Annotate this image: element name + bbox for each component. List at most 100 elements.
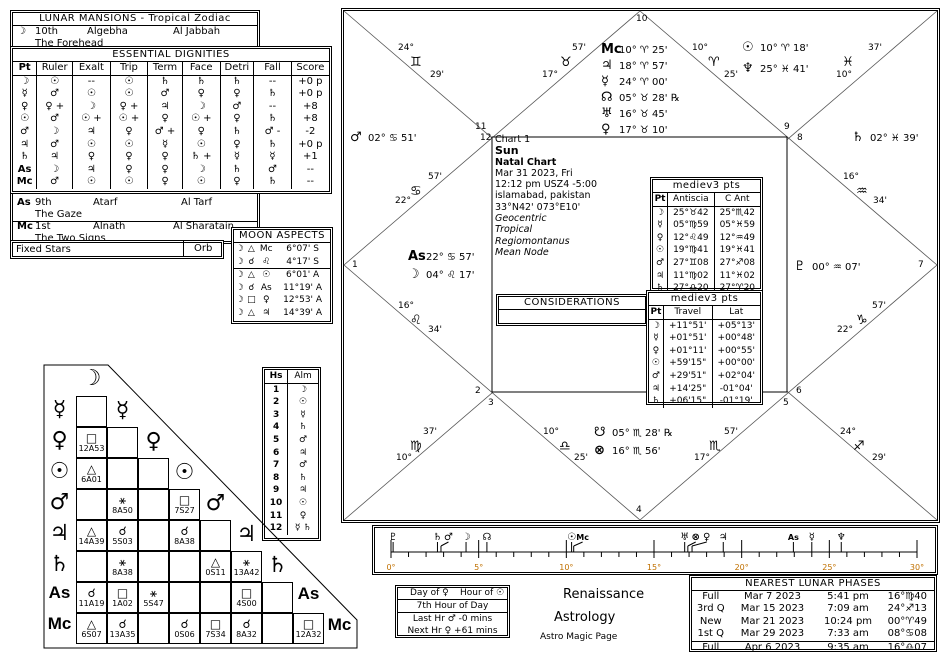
fixed-stars-orb: Orb: [183, 240, 212, 256]
dignity-row: As☽♃♀♀☽♄♂--: [13, 163, 329, 177]
lunar-mansions-title: LUNAR MANSIONS - Tropical Zodiac: [13, 13, 257, 26]
dignity-cell: ♀: [109, 125, 148, 139]
aspect-cell: [138, 520, 169, 551]
cusp-degree: 37': [423, 427, 437, 437]
dignity-row: ♃♂☉☉☿☉♀♄+0 p: [13, 138, 329, 152]
house-number: 2: [475, 386, 481, 396]
aspect-cell: ☌13A35: [107, 613, 138, 644]
almuten-row: 12☿ ♄: [265, 522, 318, 535]
cusp-degree: 57': [724, 427, 738, 437]
cusp-degree: 17°: [542, 70, 558, 80]
dignity-cell: ♀: [109, 163, 148, 177]
aspect-orb: 4S00: [236, 599, 257, 608]
dignity-cell: ☽: [181, 100, 220, 114]
moon-aspects-title: MOON ASPECTS: [234, 230, 330, 243]
travel-cell: +14'25": [662, 382, 713, 396]
house-number: 4: [636, 505, 642, 515]
zodiac-sign-icon: ♈: [708, 55, 720, 70]
travel-cell: +01°51': [662, 332, 713, 345]
chart-planet: ☉10° ♈ 18': [742, 40, 809, 55]
dignity-cell: ♀: [147, 113, 183, 126]
ribbon-tick-label: 25°: [822, 563, 836, 572]
almuten-cell: 3: [272, 409, 280, 420]
aspect-orb: 12A53: [78, 444, 105, 453]
chart-planet: Mc10° ♈ 25': [601, 42, 668, 57]
dignity-header: Exalt: [72, 62, 111, 76]
dignity-cell: +0 p: [290, 88, 329, 101]
cusp-degree: 10°: [396, 453, 412, 463]
moon-aspect-cell: ☽: [235, 295, 244, 306]
moon-mansion-meaning: The Forehead: [35, 38, 104, 49]
aspect-cell: □12A32: [293, 613, 324, 644]
dignity-header: Face: [181, 62, 220, 76]
antiscia-cell: ♂: [655, 257, 665, 268]
astro-magic-page-link[interactable]: Astro Magic Page: [540, 632, 618, 642]
aspect-orb: 0S11: [205, 568, 226, 577]
dignity-cell: ♀: [72, 151, 111, 164]
ribbon-planet-icon: ☿: [809, 532, 815, 543]
zodiac-sign-icon: ♐: [853, 439, 865, 454]
almuten-row: 4♄: [265, 421, 318, 434]
dignity-header: Fall: [253, 62, 292, 76]
planet-position: 24° ♈ 00': [619, 77, 668, 88]
moon-aspect-cell: △: [247, 270, 255, 281]
dignity-cell: ♄: [181, 75, 220, 89]
mc-mansion-name: Alnath: [93, 221, 126, 232]
house-number: 5: [783, 398, 789, 408]
dignity-cell: ♄ +: [181, 151, 220, 164]
zodiac-sign-icon: ♏: [709, 439, 721, 454]
antiscia-header: Pt: [653, 193, 668, 207]
dignity-cell: ♄: [219, 125, 254, 139]
chart-info-line: Geocentric: [495, 213, 547, 225]
aspect-orb: 7S34: [205, 630, 226, 639]
almuten-cell: ♃: [287, 484, 318, 497]
travel-title: mediev3 pts: [649, 293, 760, 306]
cusp-degree: 22°: [837, 325, 853, 335]
ribbon-planet-icon: ☉: [567, 532, 576, 543]
chart-planet: As22° ♋ 57': [408, 249, 475, 264]
dignity-cell: ☉: [181, 176, 220, 189]
lunar-phase-cell: 10:24 pm: [823, 615, 873, 627]
planet-glyph-icon: ☽: [408, 267, 420, 282]
zodiac-sign-icon: ♑: [856, 313, 868, 328]
dignity-cell: ☉ +: [109, 113, 148, 126]
fixed-stars-panel[interactable]: Fixed Stars Orb: [10, 240, 224, 259]
dignity-header: Detri: [219, 62, 254, 76]
dignity-cell: ♂ -: [253, 125, 292, 139]
dignity-cell: ♄: [253, 113, 292, 126]
dignity-cell: ♀ +: [36, 100, 73, 114]
dignity-cell: ♀: [147, 163, 183, 177]
almuten-cell: ☉: [287, 396, 318, 409]
aspect-glyph: □: [85, 431, 98, 445]
cusp-degree: 57': [572, 43, 586, 53]
aspect-glyph: □: [178, 493, 191, 507]
dignity-cell: ☉: [181, 138, 220, 152]
dignity-header: Term: [147, 62, 183, 76]
aspect-grid-planet-0: ☽: [81, 366, 102, 391]
cusp-degree: 16°: [843, 172, 859, 182]
dignity-cell: ♀ +: [109, 100, 148, 114]
aspect-glyph: ☌: [180, 617, 189, 631]
travel-row: ☽+11°51'+05°13': [649, 319, 760, 333]
aspect-glyph: □: [302, 617, 315, 631]
considerations-title: CONSIDERATIONS: [499, 297, 645, 310]
antiscia-cell: 05°♍59: [667, 219, 715, 232]
almuten-cell: 1: [272, 384, 280, 395]
hour-of-day: 7th Hour of Day: [398, 600, 507, 613]
lunar-phase-cell: Apr 6 2023: [744, 641, 801, 653]
aspect-orb: 6A01: [81, 475, 102, 484]
moon-aspect-row: ☽△♃14°39' A: [234, 307, 330, 320]
moon-aspect-cell: ☽: [235, 256, 244, 267]
brand-line1: Renaissance: [563, 587, 645, 602]
aspect-cell: □7S27: [169, 489, 200, 520]
dignity-cell: --: [72, 75, 111, 89]
aspect-glyph: △: [210, 555, 221, 569]
almuten-row: 11♀: [265, 509, 318, 523]
planet-glyph-icon: ♇: [794, 259, 806, 274]
